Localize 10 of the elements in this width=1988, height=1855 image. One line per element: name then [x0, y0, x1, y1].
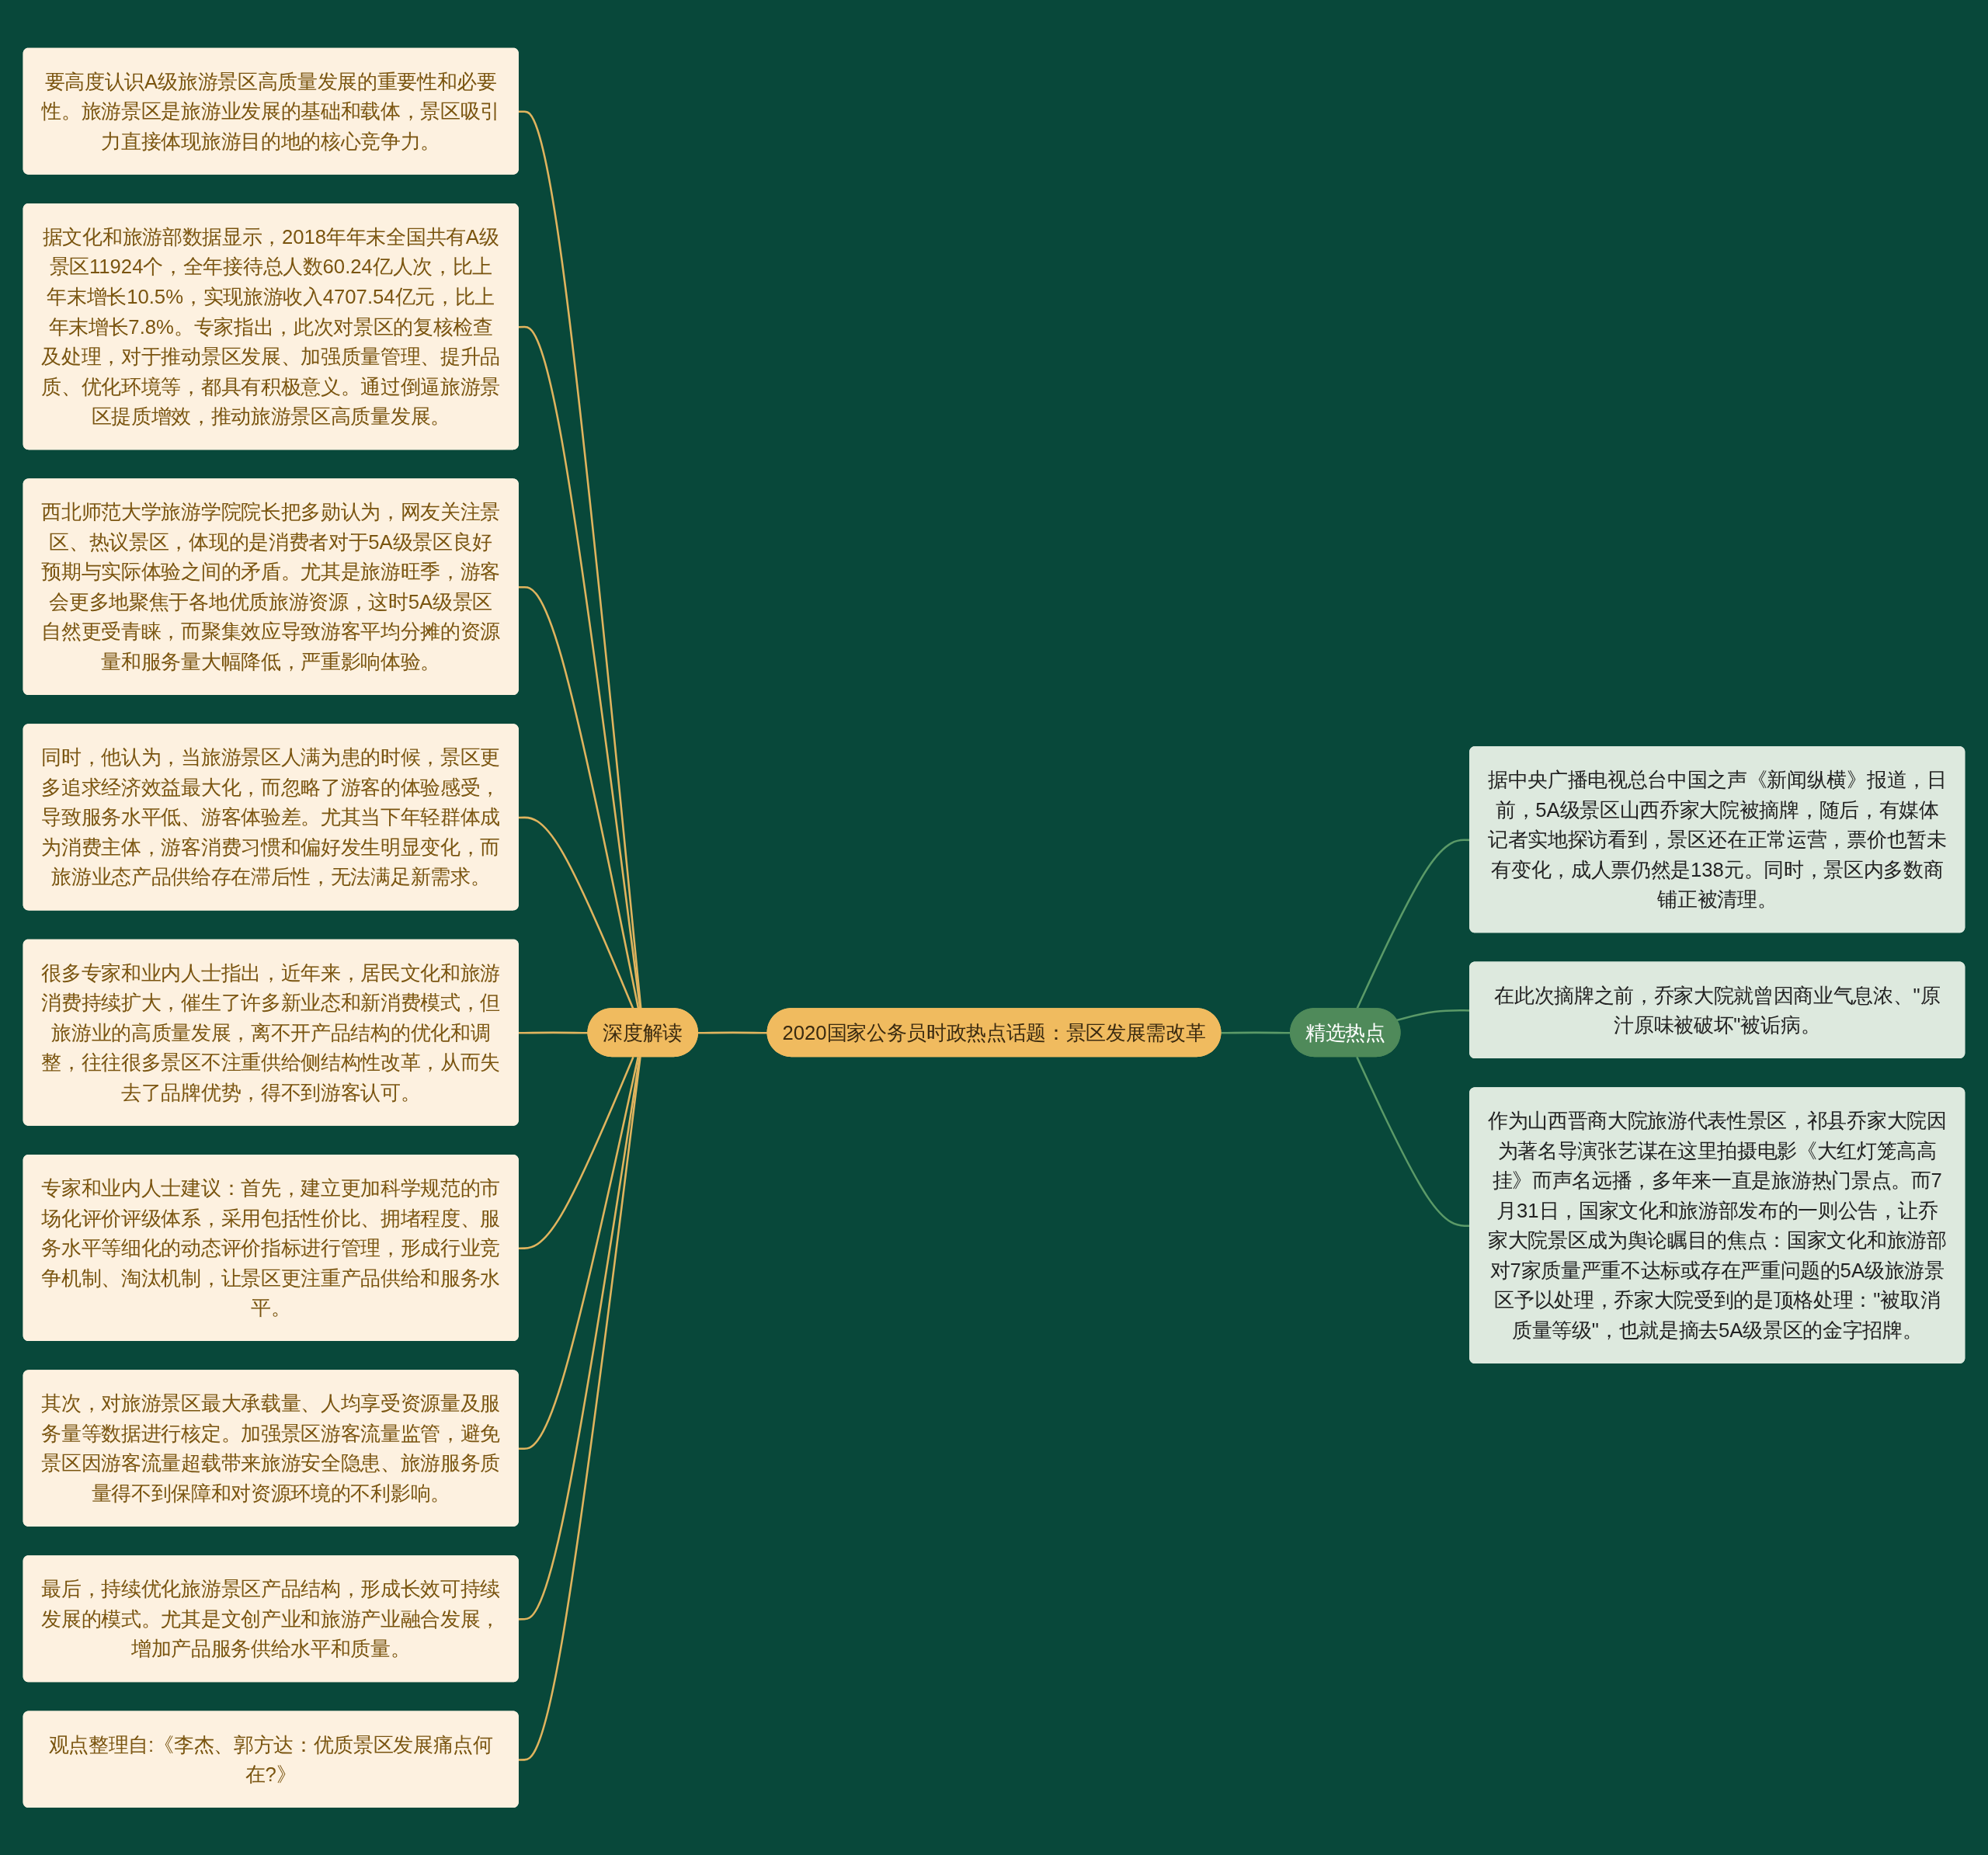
connector [518, 110, 642, 1009]
connector [518, 1056, 634, 1249]
connector [697, 1031, 768, 1034]
connector [518, 1056, 639, 1450]
connector [518, 585, 640, 1009]
connector [518, 1056, 641, 1621]
connector [518, 1056, 641, 1761]
connector [518, 1031, 589, 1034]
connector [518, 816, 634, 1009]
connector [518, 325, 641, 1009]
